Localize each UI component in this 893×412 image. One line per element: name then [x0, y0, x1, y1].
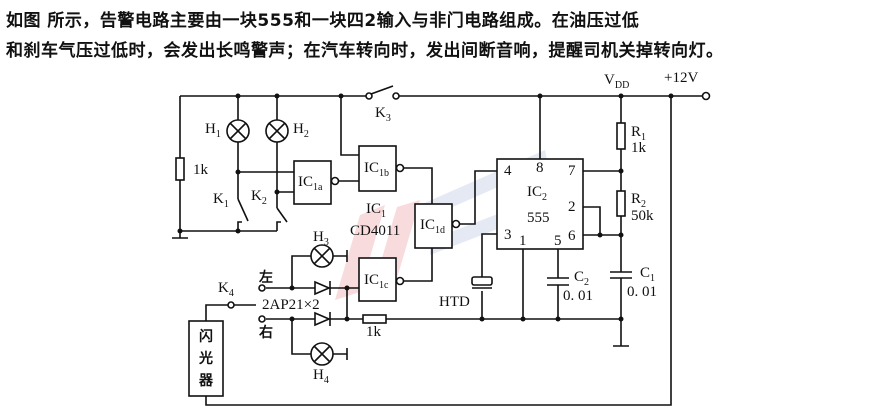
r1-value: 1k [631, 140, 647, 156]
lamp-h1-icon [226, 119, 250, 143]
pin-7: 7 [568, 163, 576, 179]
pin-4: 4 [504, 163, 512, 179]
k1-switch [237, 198, 249, 231]
inverter-bubble [395, 276, 405, 286]
resistor-r2 [616, 190, 626, 217]
k4-label: K4 [218, 280, 234, 299]
pin-8: 8 [536, 160, 544, 176]
ic1b-input-wires [339, 96, 359, 182]
pin-1: 1 [519, 233, 527, 249]
htd-label: HTD [439, 294, 470, 310]
diode-lower-icon [314, 311, 332, 327]
c2-value: 0. 01 [563, 288, 593, 304]
description-line-1: 如图 所示，告警电路主要由一块555和一块四2输入与非门电路组成。在油压过低 [6, 11, 640, 31]
pin-2: 2 [568, 199, 576, 215]
flasher-label-1: 闪 [199, 329, 213, 345]
ic1d-gate [414, 203, 453, 249]
lamp-h2-icon [265, 119, 289, 143]
h4-label: H4 [313, 367, 329, 386]
diode-upper-icon [314, 280, 332, 296]
k4-contact [227, 301, 235, 309]
c1-label: C1 [640, 265, 655, 284]
ic1c-label: IC1c [364, 272, 389, 291]
k4-wire [205, 304, 256, 321]
resistor-left-label: 1k [193, 162, 209, 178]
right-label: 右 [258, 324, 273, 341]
k3-contact [392, 92, 400, 100]
capacitor-c2 [547, 277, 569, 286]
pin-5: 5 [554, 233, 562, 249]
r2-label: R2 [631, 191, 646, 210]
ic1d-label: IC1d [420, 217, 445, 236]
h4-wire [291, 319, 348, 360]
inverter-bubble [330, 176, 340, 186]
inverter-bubble [395, 163, 405, 173]
supply-terminal [701, 91, 711, 101]
pin-3: 3 [504, 227, 512, 243]
capacitor-c1 [610, 271, 632, 279]
resistor-bottom-label: 1k [366, 324, 382, 340]
ic1a-label: IC1a [298, 174, 323, 193]
buzzer-htd-icon [471, 276, 493, 286]
flasher-label-2: 光 [198, 350, 213, 367]
c2-label: C2 [574, 269, 589, 288]
ic1-label: IC1 [366, 201, 386, 220]
lamp-h4-icon [310, 342, 334, 366]
left-label: 左 [258, 269, 273, 286]
k3-contact [365, 92, 373, 100]
junction-dots [177, 93, 674, 322]
vdd-label: VDD [604, 72, 629, 91]
h3-label: H3 [313, 229, 329, 248]
ic1b-gate [358, 145, 397, 192]
k1-label: K1 [213, 191, 229, 210]
supply-return-wire [205, 96, 672, 406]
ic1d-output-wire [460, 170, 497, 225]
flasher-box [188, 320, 224, 397]
h3-wire [291, 250, 348, 288]
ic1c-output-wire [404, 248, 433, 282]
c1-value: 0. 01 [627, 284, 657, 300]
resistor-1k-bottom [362, 314, 387, 324]
resistor-1k-left [175, 157, 185, 181]
flasher-label-3: 器 [198, 373, 214, 389]
timing-wires [583, 170, 621, 236]
ic1a-input-wires [238, 171, 294, 193]
ic2-label: IC2 [527, 184, 547, 203]
k2-switch [276, 207, 288, 231]
supply-label: +12V [664, 70, 698, 86]
resistor-r1 [616, 122, 626, 150]
left-terminal [258, 284, 266, 292]
pin-6: 6 [568, 228, 576, 244]
diodes-label: 2AP21×2 [262, 297, 320, 313]
description-line-2: 和刹车气压过低时，会发出长鸣警声；在汽车转向时，发出间断音响，提醒司机关掉转向灯… [6, 41, 724, 61]
lamp-h3-icon [310, 244, 334, 268]
ic1b-label: IC1b [364, 160, 389, 179]
h2-label: H2 [293, 121, 309, 140]
k2-label: K2 [251, 188, 267, 207]
ic2-lower-wires [481, 233, 559, 319]
r1-label: R1 [631, 124, 646, 143]
k3-label: K3 [375, 105, 391, 124]
ic1b-output-wire [404, 167, 433, 204]
right-terminal [258, 315, 266, 323]
h1-label: H1 [205, 121, 221, 140]
inverter-bubble [451, 219, 461, 229]
ic2-part-label: 555 [527, 210, 550, 226]
ic1a-gate [293, 160, 332, 205]
k3-switch-blade [370, 85, 394, 95]
ic1-part-label: CD4011 [350, 223, 400, 239]
r2-value: 50k [631, 208, 654, 224]
